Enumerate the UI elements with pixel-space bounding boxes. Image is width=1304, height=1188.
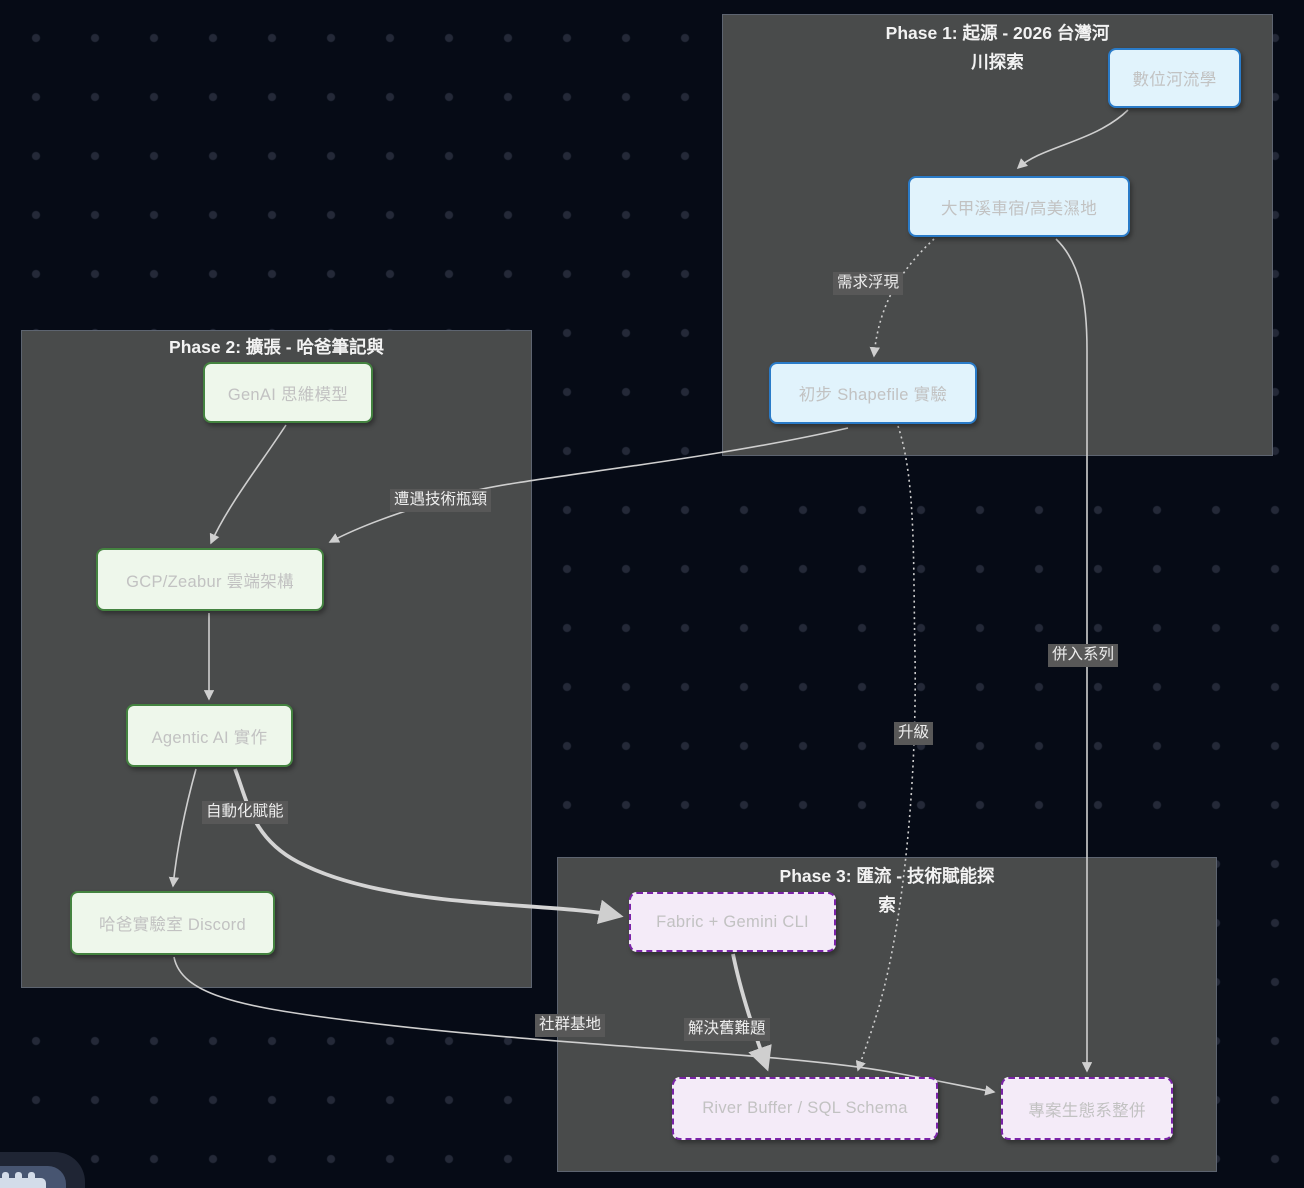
node-agentic-ai-label: Agentic AI 實作: [151, 728, 268, 747]
edge-label-technical-bottleneck: 遭遇技術瓶頸: [390, 489, 492, 512]
corner-toolbar-panel[interactable]: [0, 1148, 90, 1188]
node-fabric-gemini-cli: Fabric + Gemini CLI: [629, 892, 836, 952]
node-gcp-zeabur-label: GCP/Zeabur 雲端架構: [126, 572, 294, 591]
grid-handle-tooth: [28, 1172, 35, 1180]
edge-fabric-to-riverbuffer-thick: [731, 953, 772, 1072]
edge-shapefile-to-riverbuffer-dotted: [855, 425, 916, 1072]
node-river-buffer-sql-label: River Buffer / SQL Schema: [702, 1099, 908, 1117]
edge-dajia-to-integration: [1055, 238, 1093, 1073]
node-shapefile-experiment-label: 初步 Shapefile 實驗: [798, 386, 948, 404]
node-hapa-lab-discord-label: 哈爸實驗室 Discord: [99, 916, 246, 934]
phase2-title: Phase 2: 擴張 - 哈爸筆記與: [21, 333, 532, 362]
node-gcp-zeabur: GCP/Zeabur 雲端架構: [96, 548, 324, 611]
node-ecosystem-integration: 專案生態系整併: [1001, 1077, 1173, 1140]
node-digital-riverology-label: 數位河流學: [1132, 71, 1217, 89]
node-digital-riverology: 數位河流學: [1108, 48, 1241, 108]
node-shapefile-experiment: 初步 Shapefile 實驗: [769, 362, 977, 424]
edge-label-upgrade: 升級: [894, 722, 934, 745]
phase3-title-line1: Phase 3: 匯流 - 技術賦能探: [779, 866, 995, 886]
phase1-title-line2: 川探索: [971, 52, 1024, 72]
node-fabric-gemini-cli-label: Fabric + Gemini CLI: [656, 912, 809, 931]
edge-label-automation-enablement: 自動化賦能: [202, 801, 288, 824]
phase3-title: Phase 3: 匯流 - 技術賦能探 索: [557, 862, 1217, 920]
node-dajia-gaomei: 大甲溪車宿/高美濕地: [908, 176, 1130, 237]
phase1-title: Phase 1: 起源 - 2026 台灣河 川探索: [722, 19, 1273, 77]
edge-dajia-to-shapefile-dotted: [869, 238, 935, 358]
edge-genai-to-gcp: [209, 424, 287, 545]
grid-handle-icon[interactable]: [0, 1172, 46, 1188]
node-river-buffer-sql: River Buffer / SQL Schema: [672, 1077, 938, 1140]
node-ecosystem-integration-label: 專案生態系整併: [1028, 1101, 1146, 1120]
node-genai-mental-model: GenAI 思維模型: [203, 362, 373, 423]
phase1-title-line1: Phase 1: 起源 - 2026 台灣河: [885, 23, 1110, 43]
edge-agentic-to-fabric-thick: [233, 768, 624, 925]
node-agentic-ai: Agentic AI 實作: [126, 704, 293, 767]
edge-agentic-to-discord: [168, 768, 197, 888]
edge-label-merge-into-series: 併入系列: [1048, 644, 1119, 667]
grid-handle-tooth: [2, 1172, 9, 1180]
node-hapa-lab-discord: 哈爸實驗室 Discord: [70, 891, 275, 955]
phase2-title-line1: Phase 2: 擴張 - 哈爸筆記與: [169, 337, 384, 357]
phase3-title-line2: 索: [878, 895, 896, 915]
edge-shapefile-to-gcp: [328, 427, 849, 543]
node-genai-mental-model-label: GenAI 思維模型: [227, 385, 349, 404]
edge-digital-to-dajia: [1016, 109, 1129, 170]
edge-label-demand-emerges: 需求浮現: [833, 272, 904, 295]
grid-handle-tooth: [15, 1172, 22, 1180]
edge-label-solve-old-problems: 解決舊難題: [684, 1018, 770, 1041]
node-dajia-gaomei-label: 大甲溪車宿/高美濕地: [940, 199, 1098, 218]
edge-label-community-base: 社群基地: [535, 1014, 606, 1037]
